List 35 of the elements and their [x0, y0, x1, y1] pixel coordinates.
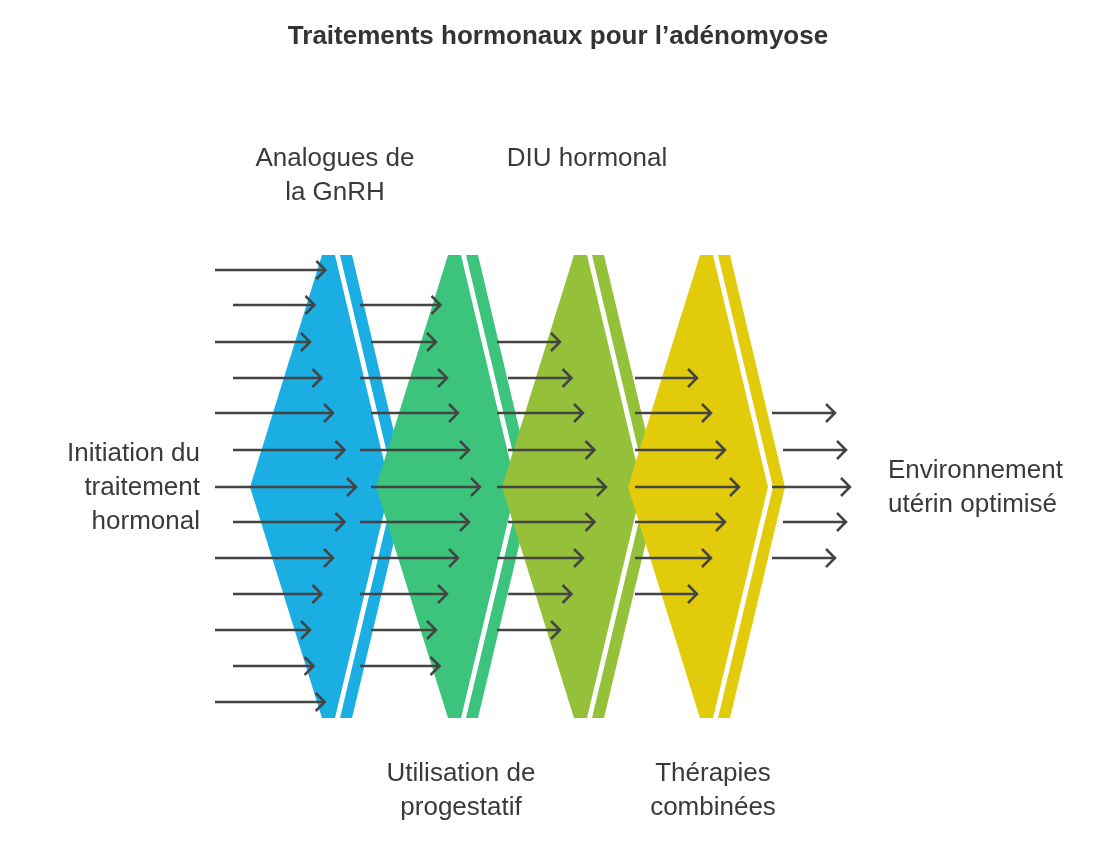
- arrow: [231, 294, 317, 316]
- flow-label: Environnement utérin optimisé: [888, 453, 1064, 520]
- arrow: [633, 476, 741, 498]
- arrow: [231, 583, 324, 605]
- arrow: [495, 476, 608, 498]
- arrow: [358, 511, 471, 533]
- arrow: [231, 367, 324, 389]
- arrow: [213, 619, 312, 641]
- filter-label: DIU hormonal: [505, 141, 669, 174]
- arrow: [213, 691, 327, 713]
- filter-label: Analogues de la GnRH: [254, 141, 416, 208]
- arrow: [213, 331, 312, 353]
- flow-label: Initiation du traitement hormonal: [66, 436, 200, 537]
- arrow: [495, 402, 585, 424]
- filter-label: Utilisation de progestatif: [385, 756, 537, 823]
- arrow: [369, 547, 460, 569]
- arrow: [506, 439, 597, 461]
- arrow: [231, 511, 347, 533]
- arrow: [633, 402, 713, 424]
- arrow: [369, 476, 482, 498]
- title: Traitements hormonaux pour l’adénomyose: [286, 20, 830, 51]
- arrow: [633, 439, 727, 461]
- arrow: [213, 402, 335, 424]
- arrow: [495, 547, 585, 569]
- arrow: [633, 511, 727, 533]
- arrow: [213, 547, 335, 569]
- arrow: [633, 547, 713, 569]
- arrow: [358, 439, 471, 461]
- arrow: [506, 511, 597, 533]
- arrow: [770, 476, 852, 498]
- arrow: [231, 655, 316, 677]
- arrow: [213, 476, 358, 498]
- filter-label: Thérapies combinées: [649, 756, 777, 823]
- arrow: [231, 439, 347, 461]
- arrow: [213, 259, 328, 281]
